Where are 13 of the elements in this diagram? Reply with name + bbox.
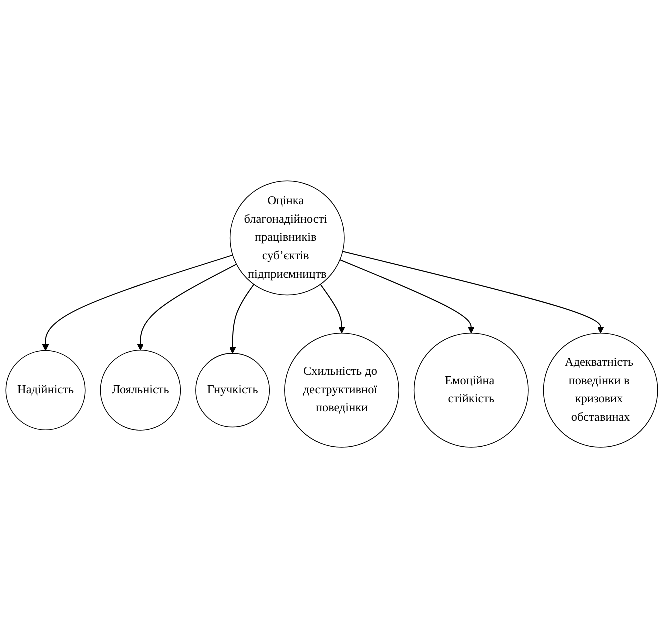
node-circle: Лояльність <box>100 350 182 432</box>
node-circle: Гнучкість <box>196 353 270 428</box>
arrow <box>137 264 238 351</box>
arrow <box>342 251 604 334</box>
node-circle: Адекватність поведінки в кризових обставинах <box>543 333 658 448</box>
node-circle: Оцінка благонадійності працівників суб’єктів підприємництв <box>230 180 345 296</box>
arrow <box>42 255 234 352</box>
node-circle: Надійність <box>6 350 86 431</box>
arrow <box>229 284 255 354</box>
node-circle: Емоційна стійкість <box>414 333 529 448</box>
arrow <box>320 284 346 334</box>
arrow <box>340 260 475 334</box>
node-circle: Схильність до деструктивної поведінки <box>284 333 400 448</box>
